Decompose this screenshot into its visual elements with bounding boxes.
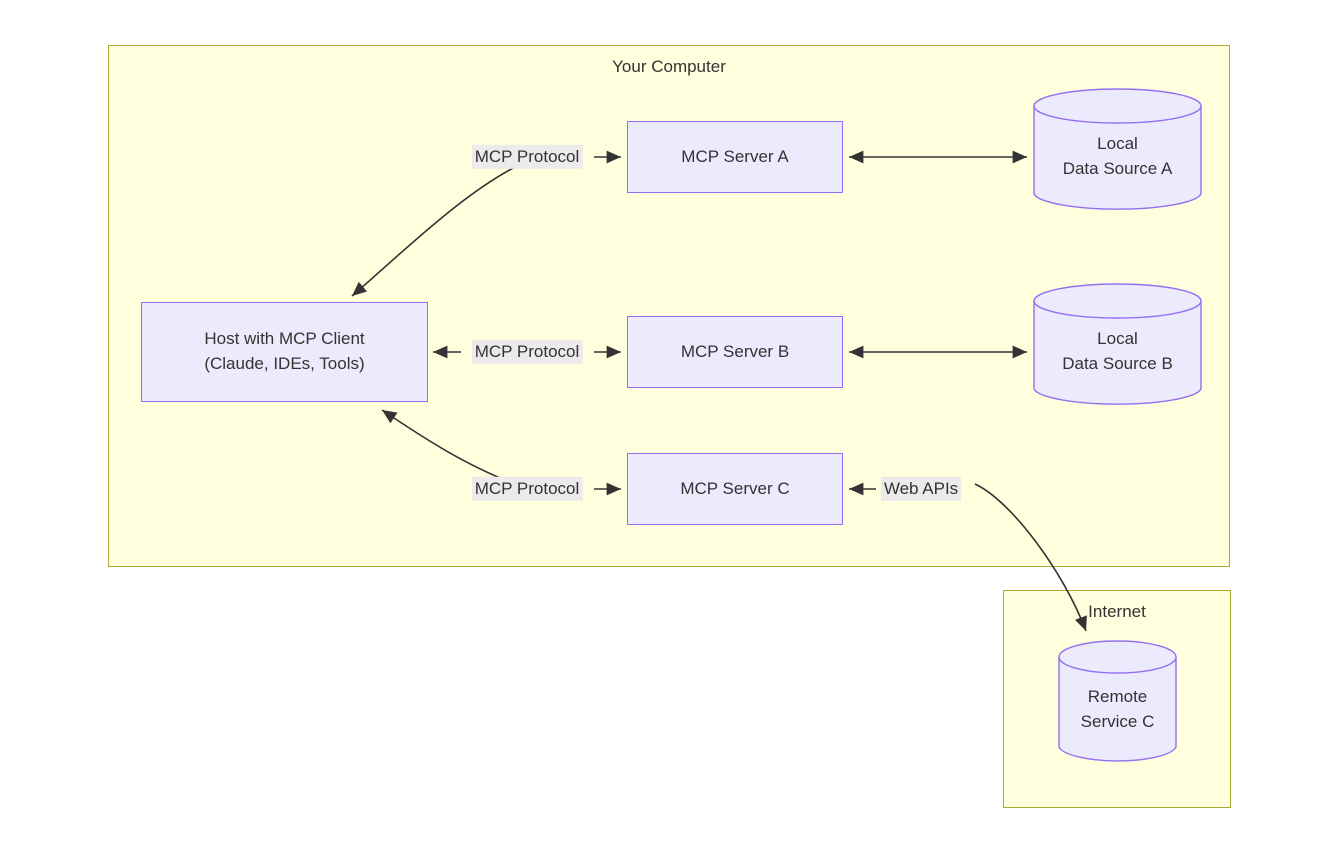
node-host-with-mcp-client: Host with MCP Client (Claude, IDEs, Tool… [141, 302, 428, 402]
node-remote-service-c: Remote Service C [1058, 640, 1177, 764]
boundary-internet: Internet [1003, 590, 1231, 808]
server-a-label: MCP Server A [681, 146, 789, 166]
cylinder-shape [1033, 88, 1202, 210]
host-label-line1: Host with MCP Client [204, 329, 365, 349]
node-local-data-source-b: Local Data Source B [1033, 283, 1202, 407]
server-c-label: MCP Server C [680, 478, 790, 498]
edge-label-host-server-a: MCP Protocol [471, 144, 583, 170]
edge-label-host-server-b: MCP Protocol [471, 339, 583, 365]
node-mcp-server-c: MCP Server C [627, 453, 843, 525]
node-mcp-server-b: MCP Server B [627, 316, 843, 388]
server-b-label: MCP Server B [680, 341, 790, 361]
node-local-data-source-a: Local Data Source A [1033, 88, 1202, 212]
boundary-your-computer-label: Your Computer [612, 57, 726, 76]
host-label-line2: (Claude, IDEs, Tools) [204, 354, 365, 373]
edge-label-web-apis: Web APIs [880, 476, 962, 502]
cylinder-shape [1058, 640, 1177, 762]
edge-host-server-a-curve [351, 159, 531, 297]
boundary-internet-label: Internet [1088, 602, 1146, 621]
edge-server-c-remote-c-curve [974, 483, 1087, 632]
edge-label-host-server-c: MCP Protocol [471, 476, 583, 502]
cylinder-shape [1033, 283, 1202, 405]
node-mcp-server-a: MCP Server A [627, 121, 843, 193]
